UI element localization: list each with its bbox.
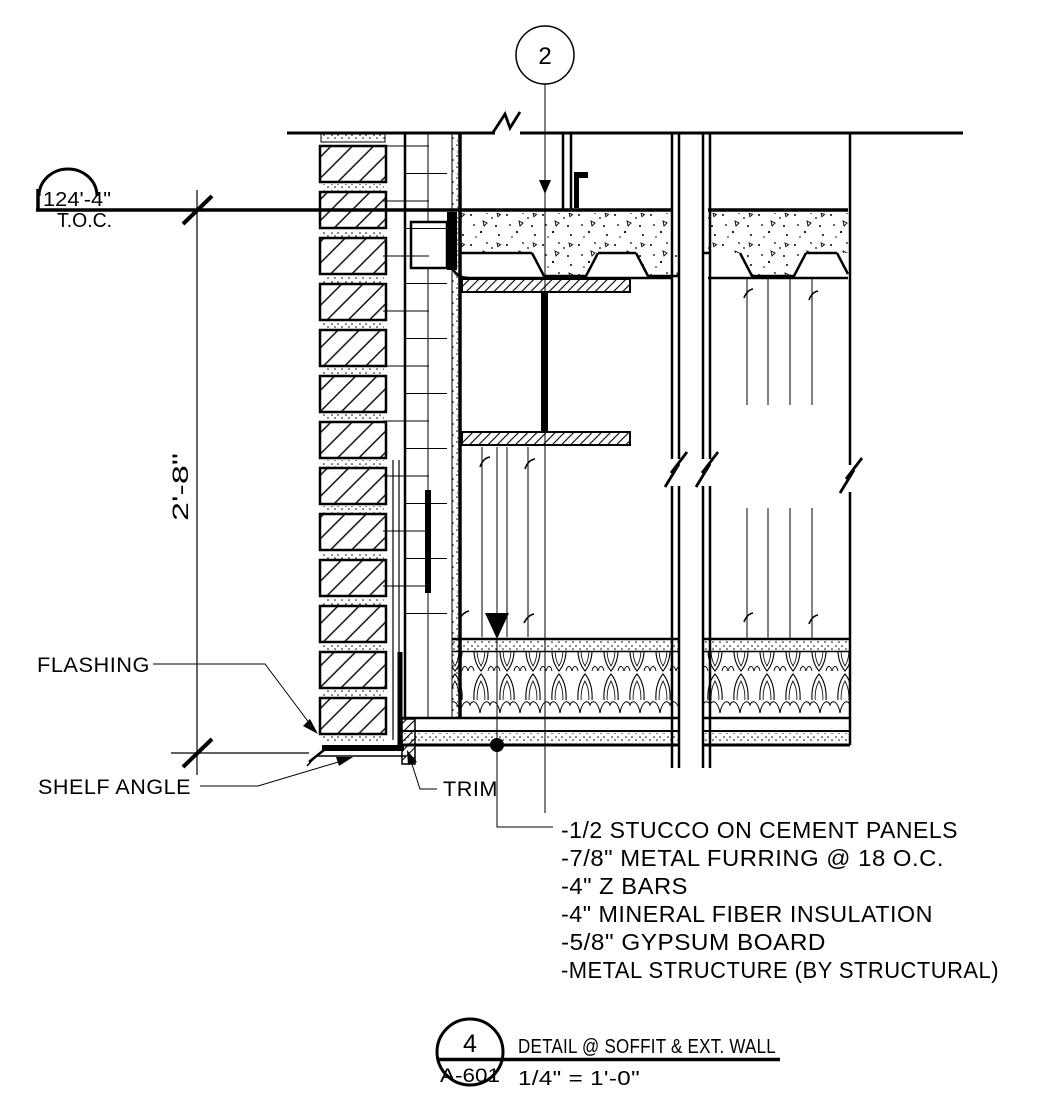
dimension-2-8: 2'-8" xyxy=(168,190,309,775)
deck-rib-partial xyxy=(835,252,850,275)
leader-arrowhead xyxy=(539,180,551,194)
elevation-value: 124'-4" xyxy=(43,189,111,211)
note-line: -4" MINERAL FIBER INSULATION xyxy=(561,901,933,927)
leader-arrowhead xyxy=(336,757,353,766)
notes-list: -1/2 STUCCO ON CEMENT PANELS -7/8" METAL… xyxy=(561,817,999,983)
sheet-reference: A-601 xyxy=(440,1066,500,1087)
note-line: -1/2 STUCCO ON CEMENT PANELS xyxy=(561,817,958,843)
hanger-studs xyxy=(458,278,819,640)
detail-title-bubble xyxy=(435,1017,505,1087)
label-flashing: FLASHING xyxy=(37,654,318,734)
wall-assembly xyxy=(383,133,462,717)
beam-bottom-flange xyxy=(461,431,631,446)
z-girt-section xyxy=(425,490,431,593)
member-foreground-mask xyxy=(680,134,702,748)
break-symbol-top-line xyxy=(490,110,523,140)
break-symbol xyxy=(694,451,720,488)
leader-arrowhead xyxy=(407,750,417,765)
beam-top-flange xyxy=(461,278,631,293)
steel-beam xyxy=(461,278,631,446)
shelf-angle-label: SHELF ANGLE xyxy=(38,776,191,799)
stud-above-slab xyxy=(561,133,573,211)
concrete-slab-left xyxy=(461,213,672,253)
vertical-members xyxy=(663,133,864,768)
dimension-value: 2'-8" xyxy=(168,453,193,521)
structure-lines xyxy=(36,110,963,212)
detail-title: DETAIL @ SOFFIT & EXT. WALL xyxy=(518,1036,776,1058)
detail-number: 4 xyxy=(463,1030,477,1058)
note-line: -4" Z BARS xyxy=(561,873,688,899)
label-trim: TRIM xyxy=(407,750,498,801)
flashing-label: FLASHING xyxy=(37,654,150,677)
break-symbol xyxy=(663,451,689,488)
elevation-arc xyxy=(37,167,99,197)
elevation-marker: 124'-4" T.O.C. xyxy=(36,167,214,232)
flashing-and-shelf-angle xyxy=(306,460,416,767)
detail-scale: 1/4" = 1'-0" xyxy=(518,1068,640,1090)
soffit-assembly xyxy=(400,637,850,747)
blocking xyxy=(409,220,449,270)
label-shelf-angle: SHELF ANGLE xyxy=(38,757,353,799)
note-line: -METAL STRUCTURE (BY STRUCTURAL) xyxy=(561,957,999,983)
leader-arrowhead-down xyxy=(485,613,509,639)
callout-number: 2 xyxy=(538,43,551,70)
notes-leader xyxy=(485,447,553,828)
soffit-sheathing-stipple xyxy=(452,640,850,651)
concrete-slab-right xyxy=(708,213,848,253)
mineral-fiber-insulation xyxy=(452,652,850,700)
note-line: -7/8" METAL FURRING @ 18 O.C. xyxy=(561,845,944,871)
elevation-datum: T.O.C. xyxy=(57,210,112,232)
detail-callout-2: 2 xyxy=(515,25,575,813)
leader-dot xyxy=(490,738,504,752)
deck-rib xyxy=(530,252,600,278)
flashing-wrap xyxy=(306,755,406,767)
stud-clip-flange xyxy=(574,172,588,178)
concrete-slab-and-deck xyxy=(447,212,850,280)
note-line: -5/8" GYPSUM BOARD xyxy=(561,929,826,955)
deck-rib xyxy=(738,252,808,278)
leader-arrowhead xyxy=(303,719,318,734)
break-symbol xyxy=(838,457,864,494)
sheathing-stipple xyxy=(452,133,458,717)
stud-clip xyxy=(574,172,579,208)
z-bar-ticks xyxy=(383,145,447,614)
brick-veneer xyxy=(318,133,388,743)
title-block: 4 A-601 DETAIL @ SOFFIT & EXT. WALL 1/4"… xyxy=(435,1017,780,1090)
trim-label: TRIM xyxy=(443,778,498,801)
insulation-lower-row xyxy=(452,700,850,717)
stucco-cement-panel xyxy=(400,733,850,744)
